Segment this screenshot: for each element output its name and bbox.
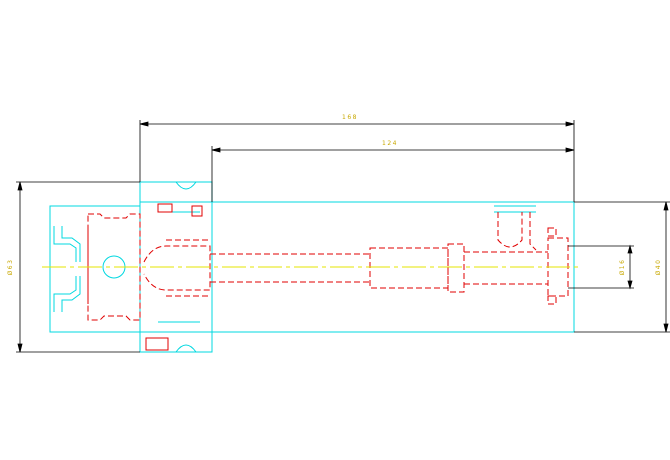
dim-body-length-label: 124 [382,140,398,147]
dimension-shank-diameter [16,181,140,353]
dim-body-diameter-label: Ø40 [655,259,662,276]
dim-overall-length-label: 168 [342,114,358,121]
dim-shank-diameter-label: Ø63 [7,259,14,276]
dimension-body-length [211,146,575,202]
dim-bore-diameter-label: Ø16 [619,259,626,276]
flange-outline [139,181,213,353]
dimension-bore-diameter [568,244,634,290]
dimension-overall-length [139,120,575,202]
dimension-body-diameter [574,201,670,333]
flange-detail-lines [145,203,203,351]
hidden-lines [87,212,569,321]
